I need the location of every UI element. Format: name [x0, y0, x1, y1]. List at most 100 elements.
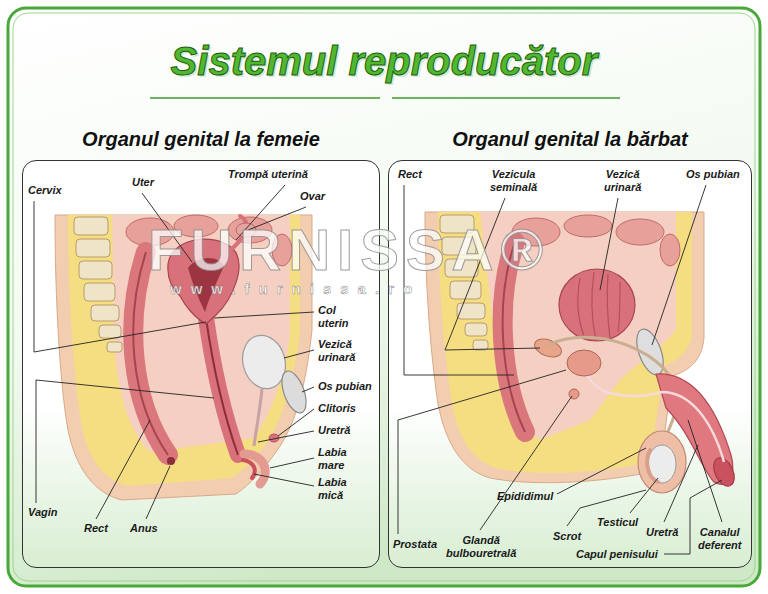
urethra [254, 389, 262, 446]
bladder-folds [578, 272, 620, 340]
spine [74, 217, 108, 235]
spine [99, 325, 121, 338]
leader-lines [664, 445, 698, 522]
panel-heading: Organul genital la femeie [82, 126, 320, 152]
leader-lines [214, 312, 314, 318]
part-label: Cervix [28, 184, 62, 197]
part-label: Vezică urinară [604, 168, 641, 194]
frame [8, 8, 760, 586]
label-box: Glandă bulbouretrală [446, 534, 516, 560]
leader-lines [284, 350, 314, 358]
spine [450, 281, 481, 299]
part-label: Ovar [300, 190, 325, 203]
part-label: Trompă uterină [228, 168, 308, 181]
panel-ground [22, 160, 752, 568]
labia-minora [243, 460, 255, 478]
intestine [616, 219, 664, 245]
panel-heading-box: Organul genital la bărbat [388, 126, 752, 152]
label-box: Epididimul [497, 490, 553, 503]
part-label: Anus [130, 522, 158, 535]
part-label: Uretră [318, 424, 350, 437]
rectum-lumen [133, 252, 168, 455]
leader-lines [600, 198, 618, 290]
label-box: Labia mare [318, 446, 347, 472]
leader-lines [398, 370, 566, 534]
part-label: Prostata [393, 538, 437, 551]
label-box: Cervix [28, 184, 62, 197]
bladder [559, 269, 635, 341]
part-label: Capul penisului [576, 548, 658, 561]
label-box: Uter [132, 176, 154, 189]
leader-lines [557, 448, 646, 494]
spine [457, 303, 485, 319]
label-box: Labia mică [318, 476, 347, 502]
part-label: Glandă bulbouretrală [446, 534, 516, 560]
label-box: Os pubian [686, 168, 740, 181]
vagina-lumen [206, 318, 238, 455]
vagina [206, 318, 238, 455]
leader-lines [34, 185, 722, 554]
label-box: Vezică urinară [604, 168, 641, 194]
leader-lines [630, 478, 658, 513]
pubic-bone [277, 368, 311, 416]
prostate [567, 350, 601, 376]
part-label: Vagin [28, 506, 58, 519]
spine [74, 217, 122, 352]
label-box: Uretră [318, 424, 350, 437]
epididymis [647, 450, 658, 482]
spine [84, 283, 115, 301]
panel: Organul genital la bărbat [388, 122, 752, 568]
rectum [133, 252, 168, 455]
testicle [648, 445, 676, 483]
panel-heading: Organul genital la bărbat [452, 126, 688, 152]
title-underline [392, 97, 620, 99]
title-box: Sistemul reproducător [0, 36, 768, 86]
title-underline [150, 97, 380, 99]
frame [13, 13, 755, 581]
label-box: Rect [398, 168, 422, 181]
bladder-folds [592, 272, 596, 340]
panel-heading-box: Organul genital la femeie [22, 126, 380, 152]
title: Sistemul reproducător [171, 36, 598, 86]
part-label: Uretră [646, 526, 678, 539]
leader-lines [146, 466, 170, 519]
spine [465, 323, 487, 336]
label-box: Testicul [597, 516, 638, 529]
label-box: Vezicula seminală [490, 168, 537, 194]
spine [91, 305, 119, 321]
leader-lines [36, 380, 214, 503]
leader-lines [652, 185, 706, 345]
part-label: Vezicula seminală [490, 168, 537, 194]
part-label: Scrot [553, 530, 581, 543]
part-label: Os pubian [686, 168, 740, 181]
spine [76, 239, 110, 257]
label-box: Anus [130, 522, 158, 535]
label-box: FURNISSA® [148, 220, 550, 280]
leader-lines [254, 474, 314, 486]
intestine [564, 215, 612, 237]
intestine [660, 234, 680, 266]
label-box: Trompă uterină [228, 168, 308, 181]
frame [8, 8, 760, 586]
label-box: Uretră [646, 526, 678, 539]
leader-lines [688, 420, 722, 522]
labia-majora [244, 454, 265, 484]
label-box: Canalul deferent [698, 526, 741, 552]
label-box: www.furnissa.ro [170, 281, 421, 297]
urethra [588, 376, 724, 462]
anus [167, 457, 175, 465]
watermark: FURNISSA® [148, 220, 550, 280]
part-label: Rect [84, 522, 108, 535]
part-label: Labia mare [318, 446, 347, 472]
part-label: Os pubian [318, 380, 372, 393]
bladder-folds [578, 278, 584, 336]
scrotum [638, 431, 686, 493]
leader-lines [404, 185, 514, 375]
bladder-folds [607, 274, 610, 338]
part-label: Uter [132, 176, 154, 189]
label-box: Ovar [300, 190, 325, 203]
label-box: Os pubian [318, 380, 372, 393]
